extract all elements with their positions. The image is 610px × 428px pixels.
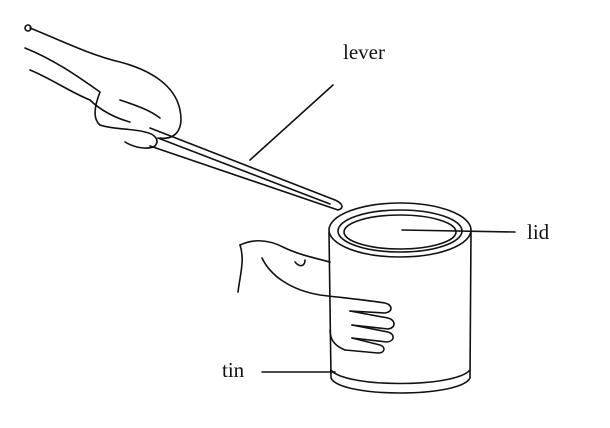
- lid-label: lid: [527, 220, 550, 244]
- lever-label: lever: [343, 40, 385, 64]
- lower-hand: [237, 239, 395, 354]
- lid-leader-line: [401, 229, 516, 233]
- upper-hand: [24, 24, 182, 149]
- lever-bar: [149, 127, 343, 211]
- tin-label: tin: [222, 358, 245, 382]
- lever-leader-line: [249, 84, 334, 161]
